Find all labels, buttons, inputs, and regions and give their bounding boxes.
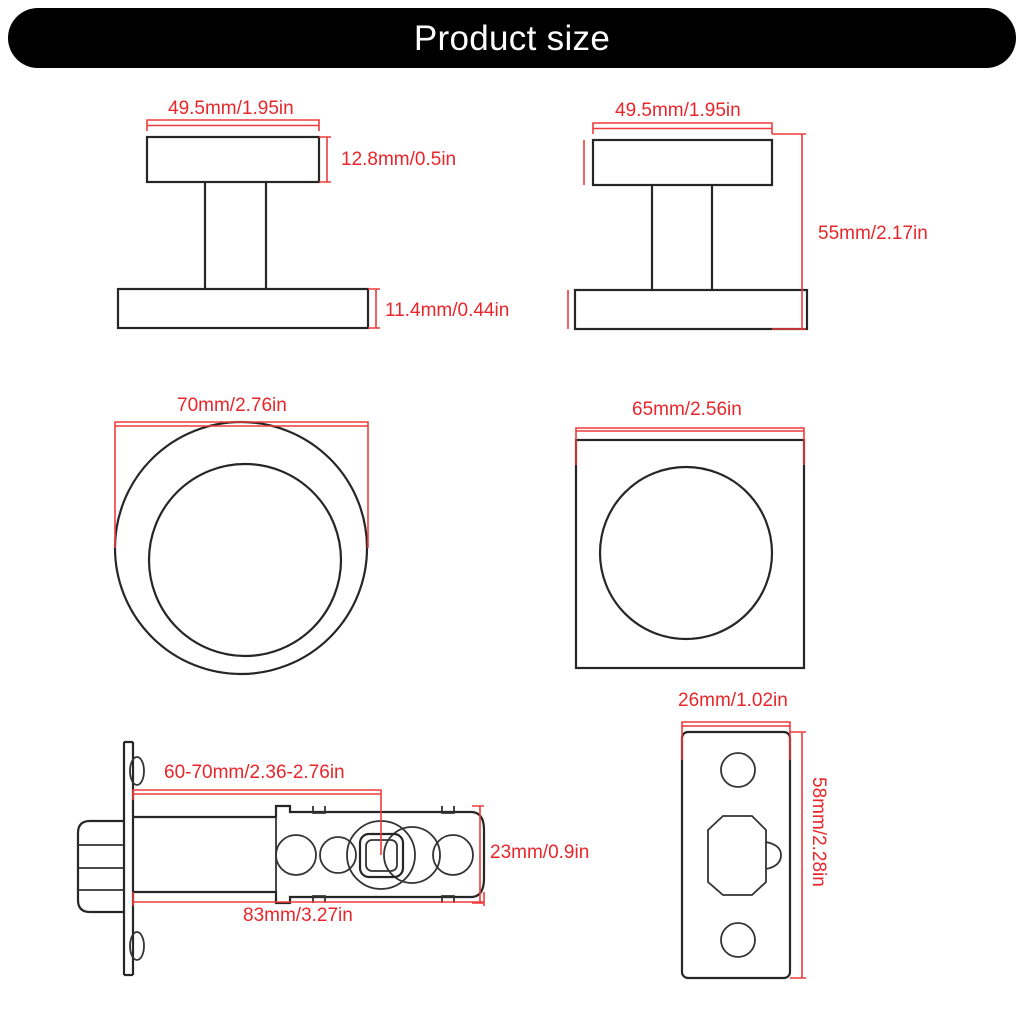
dimension-label-square-rose-width: 65mm/2.56in [632, 399, 742, 420]
knob-total-height-dimension-line [772, 133, 806, 330]
square-rose-bore-circle [598, 465, 774, 641]
latch-hole-2 [319, 836, 357, 874]
knob-width-dimension-line-2 [592, 122, 773, 134]
dimension-label-knob-width-left: 49.5mm/1.95in [168, 98, 294, 119]
strike-plate-screw-hole-top [720, 752, 756, 788]
latch-body-width-dimension-line [472, 805, 484, 904]
latch-hole-1 [275, 834, 317, 876]
knob-side-view [567, 122, 809, 331]
dimension-label-round-rose-diameter: 70mm/2.76in [177, 395, 287, 416]
strike-width-dimension-line [681, 721, 791, 760]
knob-cap-thickness-dimension-line [319, 136, 331, 183]
latch-tube-outline [133, 804, 486, 905]
square-rose-view [574, 427, 806, 670]
knob-width-dimension-line [146, 119, 320, 131]
latch-housing-tab-bottom-right [441, 895, 455, 903]
page-title: Product size [413, 18, 611, 58]
latch-hole-3 [432, 834, 474, 876]
latch-faceplate-outline [122, 740, 135, 977]
latch-length-dimension-line [132, 892, 485, 906]
knob-height-reference-ticks [567, 140, 585, 329]
square-rose-width-dimension-line [575, 427, 805, 465]
strike-plate-outline [680, 730, 792, 980]
knob-cap-outline-side [591, 138, 774, 187]
latch-spindle-bore-inner [365, 839, 398, 872]
square-rose-outline [574, 438, 806, 670]
page-title-banner: Product size [8, 8, 1016, 68]
rose-plate-outline-side [573, 288, 809, 331]
strike-plate-screw-hole-bottom [720, 922, 756, 958]
latch-cam-circle-right [383, 826, 441, 884]
rose-plate-thickness-dimension-line [368, 288, 380, 329]
latch-housing-tab-top-left [312, 806, 326, 814]
latch-spindle-bore-outer [358, 832, 405, 879]
dimension-label-strike-width: 26mm/1.02in [678, 690, 788, 711]
latch-bolt-ribs [78, 844, 124, 891]
latch-backset-dimension-line [132, 789, 382, 855]
dimension-label-latch-backset: 60-70mm/2.36-2.76in [164, 762, 345, 783]
strike-height-dimension-line [790, 731, 806, 979]
latch-faceplate-lug-bottom [129, 931, 145, 961]
dimension-label-knob-cap-thickness: 12.8mm/0.5in [341, 149, 457, 170]
dimension-label-knob-total-height: 55mm/2.17in [818, 223, 928, 244]
latch-cam-circle-left [346, 820, 416, 890]
latch-housing-tab-top-right [441, 806, 455, 814]
latch-faceplate-lug-top [129, 756, 145, 786]
round-rose-inner-circle [147, 462, 343, 658]
dimension-label-strike-height: 58mm/2.28in [808, 777, 829, 887]
knob-cap-outline [145, 135, 321, 184]
dimension-label-latch-body-width: 23mm/0.9in [490, 842, 590, 863]
rose-plate-outline [116, 287, 370, 330]
round-rose-outer-circle [113, 420, 369, 676]
strike-plate-view [680, 721, 806, 980]
round-rose-view [113, 420, 369, 676]
knob-stem-outline-side [650, 185, 714, 290]
knob-stem-outline [203, 182, 268, 289]
dimension-label-latch-length: 83mm/3.27in [243, 905, 353, 926]
round-rose-diameter-dimension-line [114, 421, 369, 548]
dimension-label-knob-width-right: 49.5mm/1.95in [615, 100, 741, 121]
dimension-label-rose-plate-thickness: 11.4mm/0.44in [385, 300, 510, 321]
strike-plate-latch-aperture [707, 815, 782, 896]
latch-bolt-outline [76, 819, 124, 914]
latch-housing-tab-bottom-left [312, 895, 326, 903]
